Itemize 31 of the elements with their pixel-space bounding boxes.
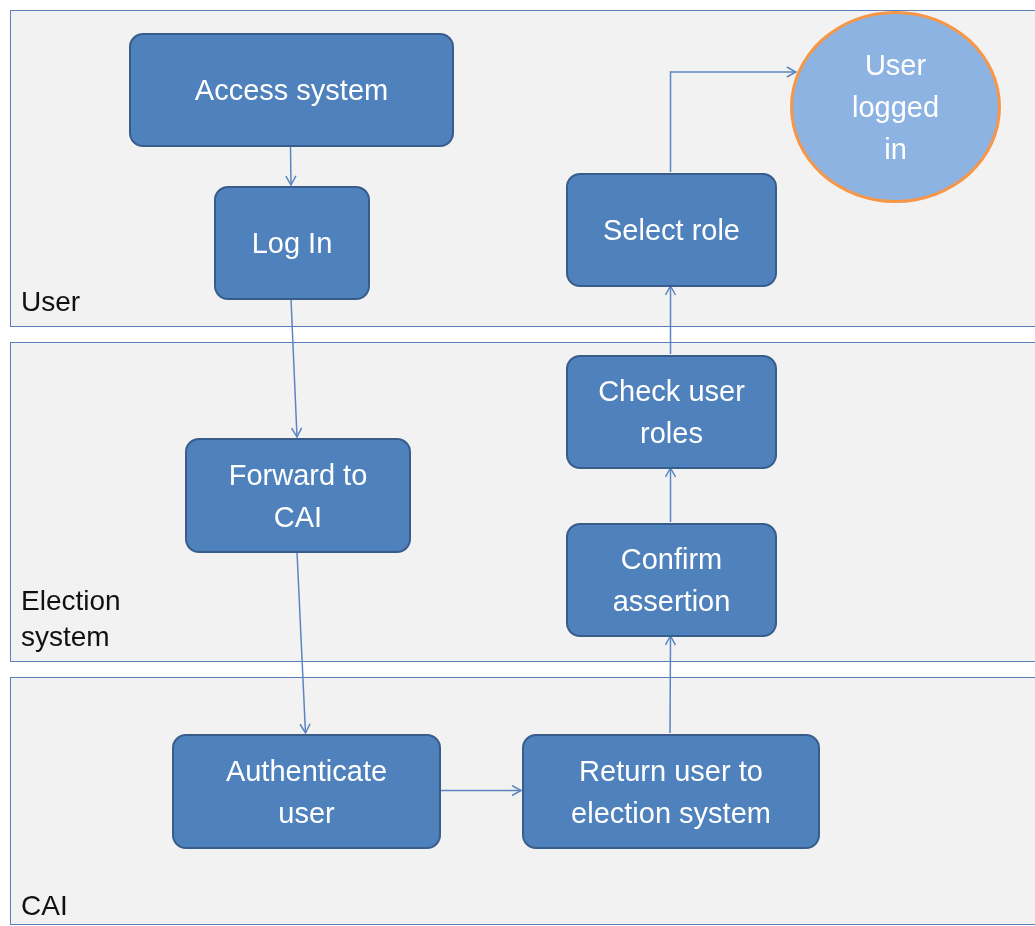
swimlane xyxy=(10,342,1035,662)
node-text: Check user roles xyxy=(597,374,746,451)
arrow xyxy=(296,551,311,734)
process-box xyxy=(566,355,777,469)
arrow xyxy=(285,145,297,186)
node-text: Access system xyxy=(194,73,389,108)
node-text: Select role xyxy=(603,213,740,248)
process-box xyxy=(566,173,777,287)
node-text: Return user to election system xyxy=(570,753,772,831)
arrow xyxy=(439,784,522,797)
arrow xyxy=(664,635,677,734)
lane-label: Election system xyxy=(21,584,122,654)
node-text: Log In xyxy=(251,226,333,261)
lane-label: CAI xyxy=(21,889,69,923)
lane-label: User xyxy=(21,285,82,319)
node-text: Authenticate user xyxy=(224,753,389,831)
arrow xyxy=(664,467,677,523)
swimlane xyxy=(10,677,1035,925)
node-text: Confirm assertion xyxy=(611,542,732,619)
node-text: Forward to CAI xyxy=(227,457,369,535)
process-box xyxy=(129,33,454,147)
process-box xyxy=(172,734,441,849)
arrow xyxy=(290,298,303,438)
process-box xyxy=(522,734,820,849)
arrow xyxy=(664,285,677,355)
arrow xyxy=(669,66,797,173)
process-box xyxy=(214,186,370,300)
process-box xyxy=(185,438,411,553)
process-box xyxy=(566,523,777,637)
swimlane xyxy=(10,10,1035,327)
node-text: User logged in xyxy=(850,48,941,167)
